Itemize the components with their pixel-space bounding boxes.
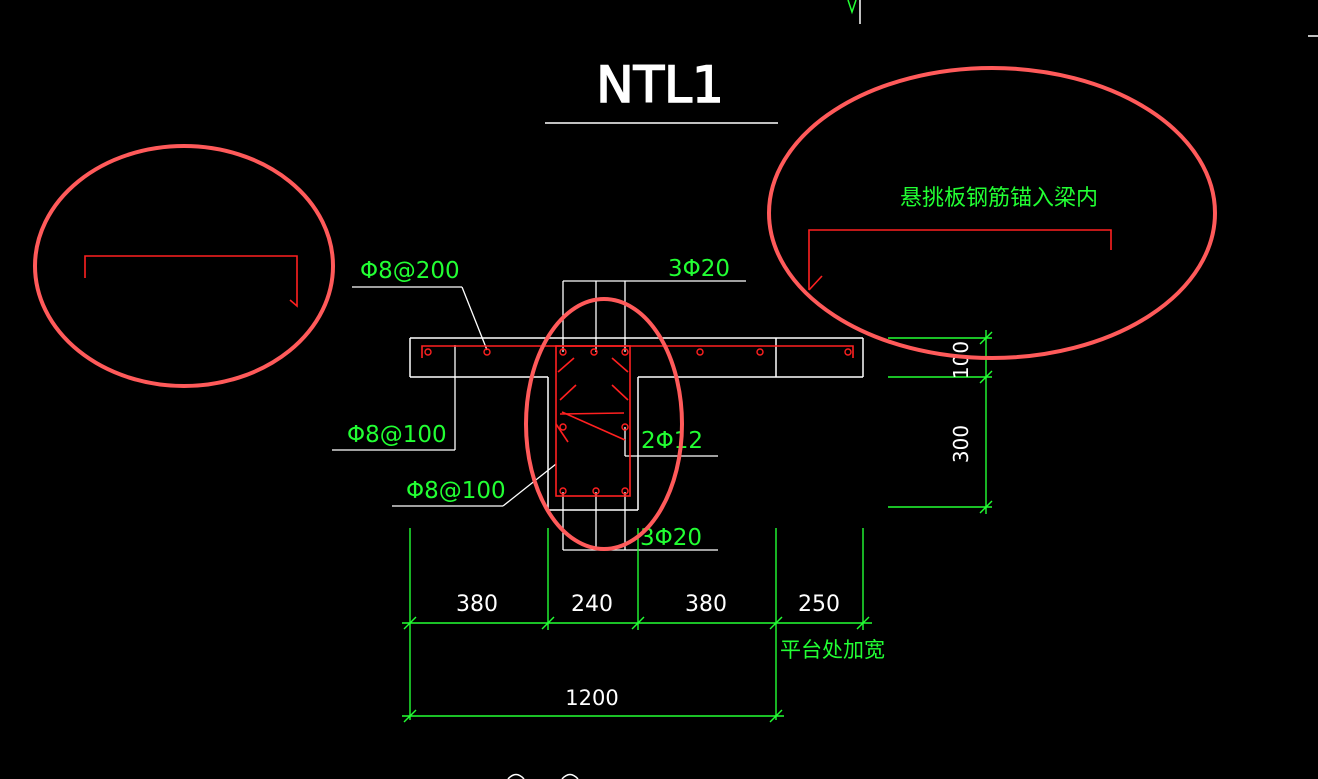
- bottom-dimensions: [402, 528, 872, 723]
- note-cantilever-anchor: 悬挑板钢筋锚入梁内: [900, 186, 1098, 211]
- rebar: [84, 229, 1112, 497]
- dim-total: 1200: [565, 686, 618, 710]
- drawing-title: NTL1: [596, 56, 724, 114]
- dim-seg-4: 250: [798, 592, 840, 617]
- label-bottom-bars: 3Φ20: [640, 525, 702, 551]
- label-top-bars: 3Φ20: [668, 256, 730, 282]
- leader-lines: [332, 280, 746, 551]
- right-dimensions: [888, 330, 993, 514]
- dim-right-upper: 100: [949, 341, 973, 379]
- dim-seg-3: 380: [685, 592, 727, 617]
- annotation-circle-center: [524, 297, 684, 551]
- label-side-bars: 2Φ12: [641, 428, 703, 454]
- label-slab-rebar: Φ8@200: [360, 258, 460, 284]
- dim-seg-2: 240: [571, 592, 613, 617]
- top-edge-marks: [859, 0, 1318, 37]
- label-stirrup-outer: Φ8@100: [347, 422, 447, 448]
- rebar-dots: [424, 348, 852, 495]
- dim-seg-1: 380: [456, 592, 498, 617]
- dim-right-lower: 300: [949, 425, 973, 463]
- annotation-circles: [33, 66, 1217, 551]
- label-stirrup-inner: Φ8@100: [406, 478, 506, 504]
- annotation-circle-right: [767, 66, 1217, 360]
- annotation-circle-left: [33, 144, 335, 388]
- note-platform-widen: 平台处加宽: [780, 638, 885, 662]
- top-edge-green-mark: [847, 0, 857, 15]
- bottom-edge-marks: [507, 773, 579, 779]
